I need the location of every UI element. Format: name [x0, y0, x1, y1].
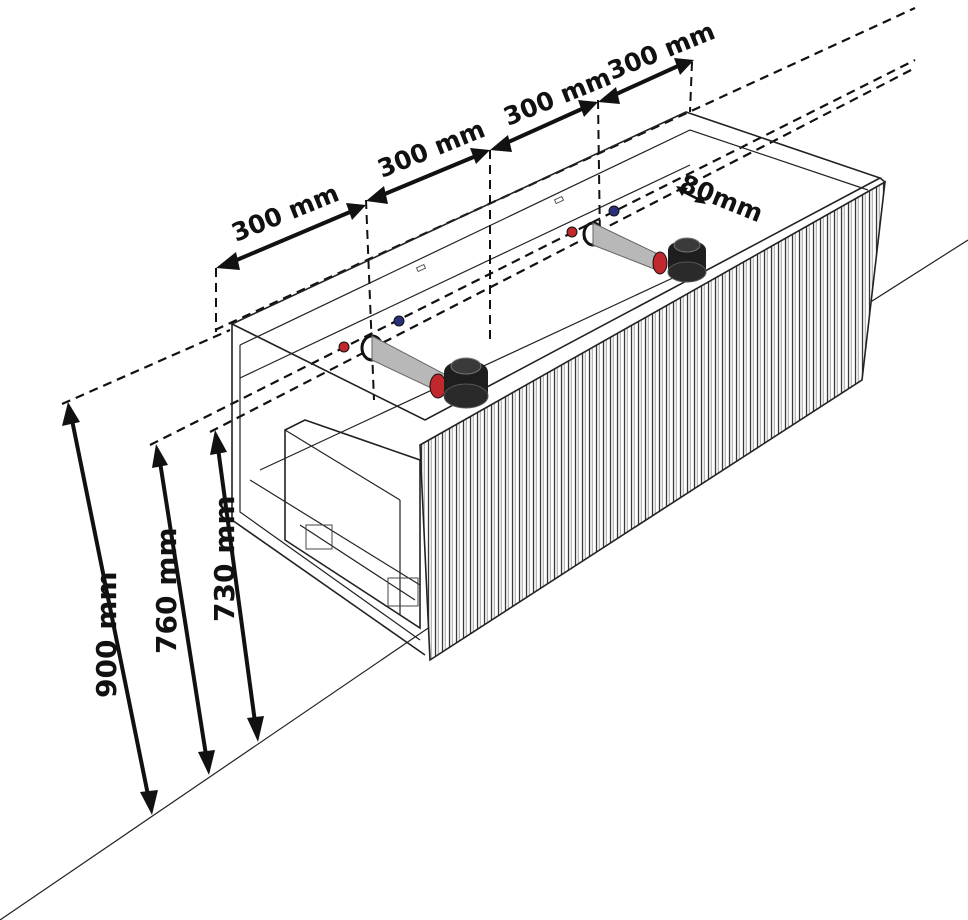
hot-valve-icon — [338, 341, 350, 353]
width-extension-lines — [215, 61, 693, 401]
width-dimension-arrows — [216, 58, 706, 270]
wall-floor-lines — [0, 239, 968, 920]
height-label-760: 760 mm — [150, 527, 183, 654]
cold-valve-icon — [608, 205, 620, 217]
drain-trap-icon — [443, 357, 489, 409]
hot-valve-icon — [566, 226, 578, 238]
cold-valve-icon — [393, 315, 405, 327]
height-dimension-arrows — [62, 402, 264, 815]
plumbing-right — [566, 205, 707, 283]
drain-trap-icon — [667, 237, 707, 283]
mounting-marks — [415, 195, 565, 273]
height-label-900: 900 mm — [90, 571, 123, 698]
wall-reference-lines — [61, 7, 916, 446]
vanity-cabinet — [230, 111, 886, 662]
plumbing-left — [338, 315, 489, 409]
width-label-1: 300 mm — [227, 178, 343, 247]
height-label-730: 730 mm — [208, 495, 241, 622]
depth-offset-label: 80mm — [676, 169, 767, 228]
